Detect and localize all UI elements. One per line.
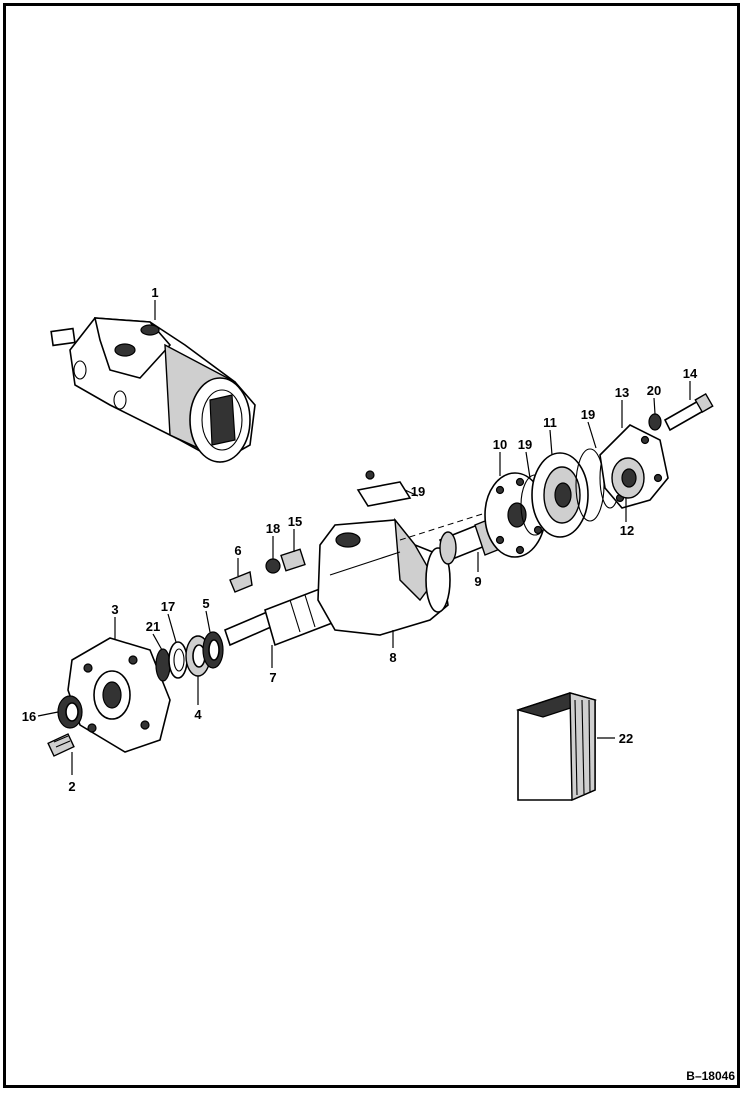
callout-10: 10: [493, 437, 507, 452]
part-11-gerotor: [531, 448, 605, 538]
callout-19-middle: 19: [518, 437, 532, 452]
part-10-valve-plate: [484, 472, 546, 558]
callout-4: 4: [194, 707, 202, 722]
callout-19-right: 19: [581, 407, 595, 422]
diagram-frame: [3, 3, 740, 1088]
callout-13: 13: [615, 385, 629, 400]
callout-1: 1: [151, 285, 158, 300]
callout-22: 22: [619, 731, 633, 746]
callout-6: 6: [234, 543, 241, 558]
figure-reference-number: B–18046: [686, 1069, 735, 1083]
part-5-bearing: [202, 631, 224, 669]
callout-15: 15: [288, 514, 302, 529]
callout-16: 16: [22, 709, 36, 724]
callout-14: 14: [683, 366, 698, 381]
callout-20: 20: [647, 383, 661, 398]
part-12-gear: [611, 457, 645, 499]
part-2-plug: [47, 733, 75, 757]
callout-11: 11: [543, 415, 557, 430]
callout-2: 2: [68, 779, 75, 794]
part-8-housing: [317, 517, 451, 636]
part-17-ring: [168, 641, 188, 679]
callout-19-top: 19: [411, 484, 425, 499]
part-20-washer: [648, 413, 662, 431]
part-18-ball: [265, 558, 281, 574]
part-22-seal-kit: [515, 692, 598, 802]
part-21-ring: [155, 648, 171, 682]
callout-9: 9: [474, 574, 481, 589]
callout-5: 5: [202, 596, 209, 611]
part-1-motor-assembly: [50, 317, 256, 463]
part-6-key: [229, 571, 253, 593]
callout-12: 12: [620, 523, 634, 538]
part-19-plate-top: [356, 470, 412, 507]
callout-18: 18: [266, 521, 280, 536]
callout-8: 8: [389, 650, 396, 665]
part-15-plug: [280, 548, 306, 572]
part-16-seal: [57, 695, 83, 729]
callouts: 1 2 3 4 5 6 7 8 9 10 11 12 13 14 15 16 1…: [22, 285, 698, 794]
callout-17: 17: [161, 599, 175, 614]
callout-21: 21: [146, 619, 160, 634]
callout-3: 3: [111, 602, 118, 617]
leader-lines: [37, 300, 691, 775]
part-3-mounting-flange: [67, 637, 171, 753]
part-14-bolt: [663, 392, 714, 432]
callout-7: 7: [269, 670, 276, 685]
